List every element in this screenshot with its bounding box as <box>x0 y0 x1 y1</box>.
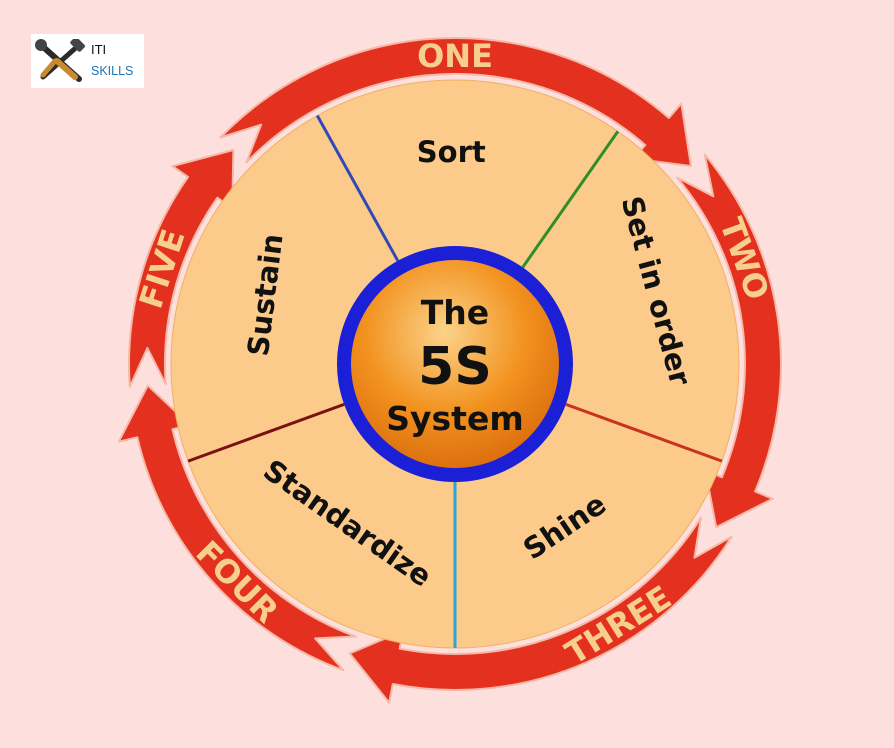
divider-5 <box>187 402 345 463</box>
iti-skills-logo: ITI SKILLS <box>31 34 144 88</box>
divider-1 <box>315 114 400 262</box>
center-title-line3: System <box>386 399 523 438</box>
tools-icon <box>35 39 85 82</box>
step-arrow-4 <box>117 384 357 672</box>
segment-label-1: Sort <box>417 135 486 169</box>
step-arrow-2 <box>676 153 782 529</box>
center-title-line2: 5S <box>418 337 492 397</box>
divider-3 <box>565 402 723 463</box>
step-label-1: ONE <box>417 37 493 75</box>
step-arrow-3 <box>348 516 733 704</box>
segment-dividers <box>187 114 723 648</box>
hub-core <box>351 260 559 468</box>
logo-text-line2: SKILLS <box>91 64 134 78</box>
segment-1 <box>316 79 619 365</box>
center-title-line1: The <box>421 293 489 332</box>
logo-text-line1: ITI <box>91 42 107 57</box>
step-arrow-5 <box>128 149 235 388</box>
step-arrow-1 <box>219 37 692 167</box>
step-arrows <box>117 37 782 704</box>
divider-2 <box>521 130 620 269</box>
